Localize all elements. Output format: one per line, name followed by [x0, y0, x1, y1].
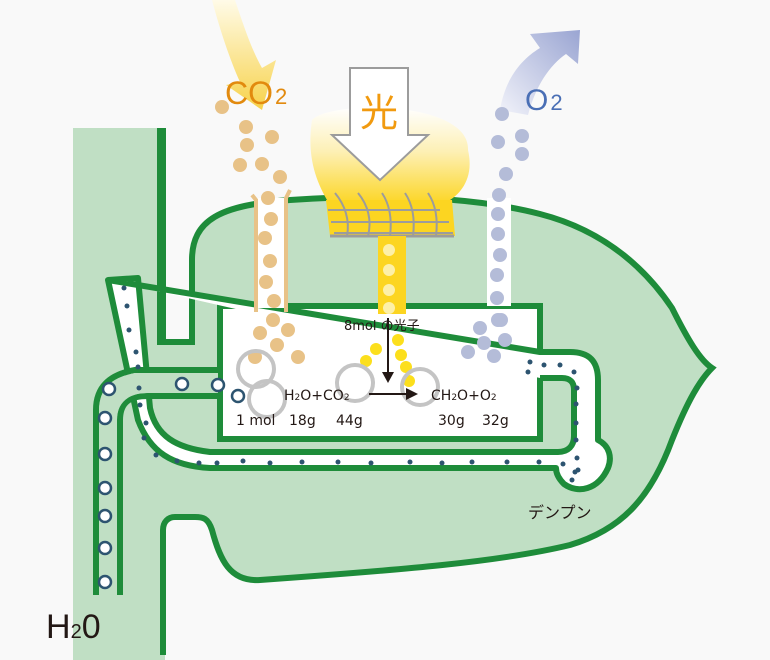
o2-molecules: [461, 107, 529, 363]
mass-ch2o: 30g: [438, 413, 465, 429]
light-label: 光: [360, 91, 398, 135]
co2-stoma-walls: [250, 189, 292, 312]
photon-arrowhead: [382, 372, 394, 383]
reactant-h2o: H2O+CO2: [284, 388, 350, 404]
starch-particles: [121, 285, 581, 483]
o2-arrow: [500, 30, 580, 115]
starch-label: デンプン: [528, 503, 592, 522]
water-label: H20: [46, 608, 101, 646]
mass-o2: 32g: [482, 413, 509, 429]
o2-label: O2: [525, 84, 563, 117]
molecule-circles: [236, 349, 440, 419]
co2-label: CO2: [225, 75, 287, 111]
co2-arrow: [212, 0, 276, 110]
product-ch2o-o2: CH2O+O2: [431, 388, 497, 404]
co2-molecules: [215, 100, 305, 364]
grana-grid: [328, 192, 454, 238]
water-molecules: [97, 376, 246, 590]
mass-h2o: 18g: [289, 413, 316, 429]
light-channel-dots: [383, 244, 395, 314]
xylem-outline-inner: [117, 393, 220, 595]
photon-label: 8mol の光子: [344, 319, 420, 334]
reaction-arrowhead: [406, 388, 418, 400]
light-arrow: [329, 67, 431, 182]
mass-co2: 44g: [336, 413, 363, 429]
amount-label: 1 mol: [236, 413, 275, 429]
